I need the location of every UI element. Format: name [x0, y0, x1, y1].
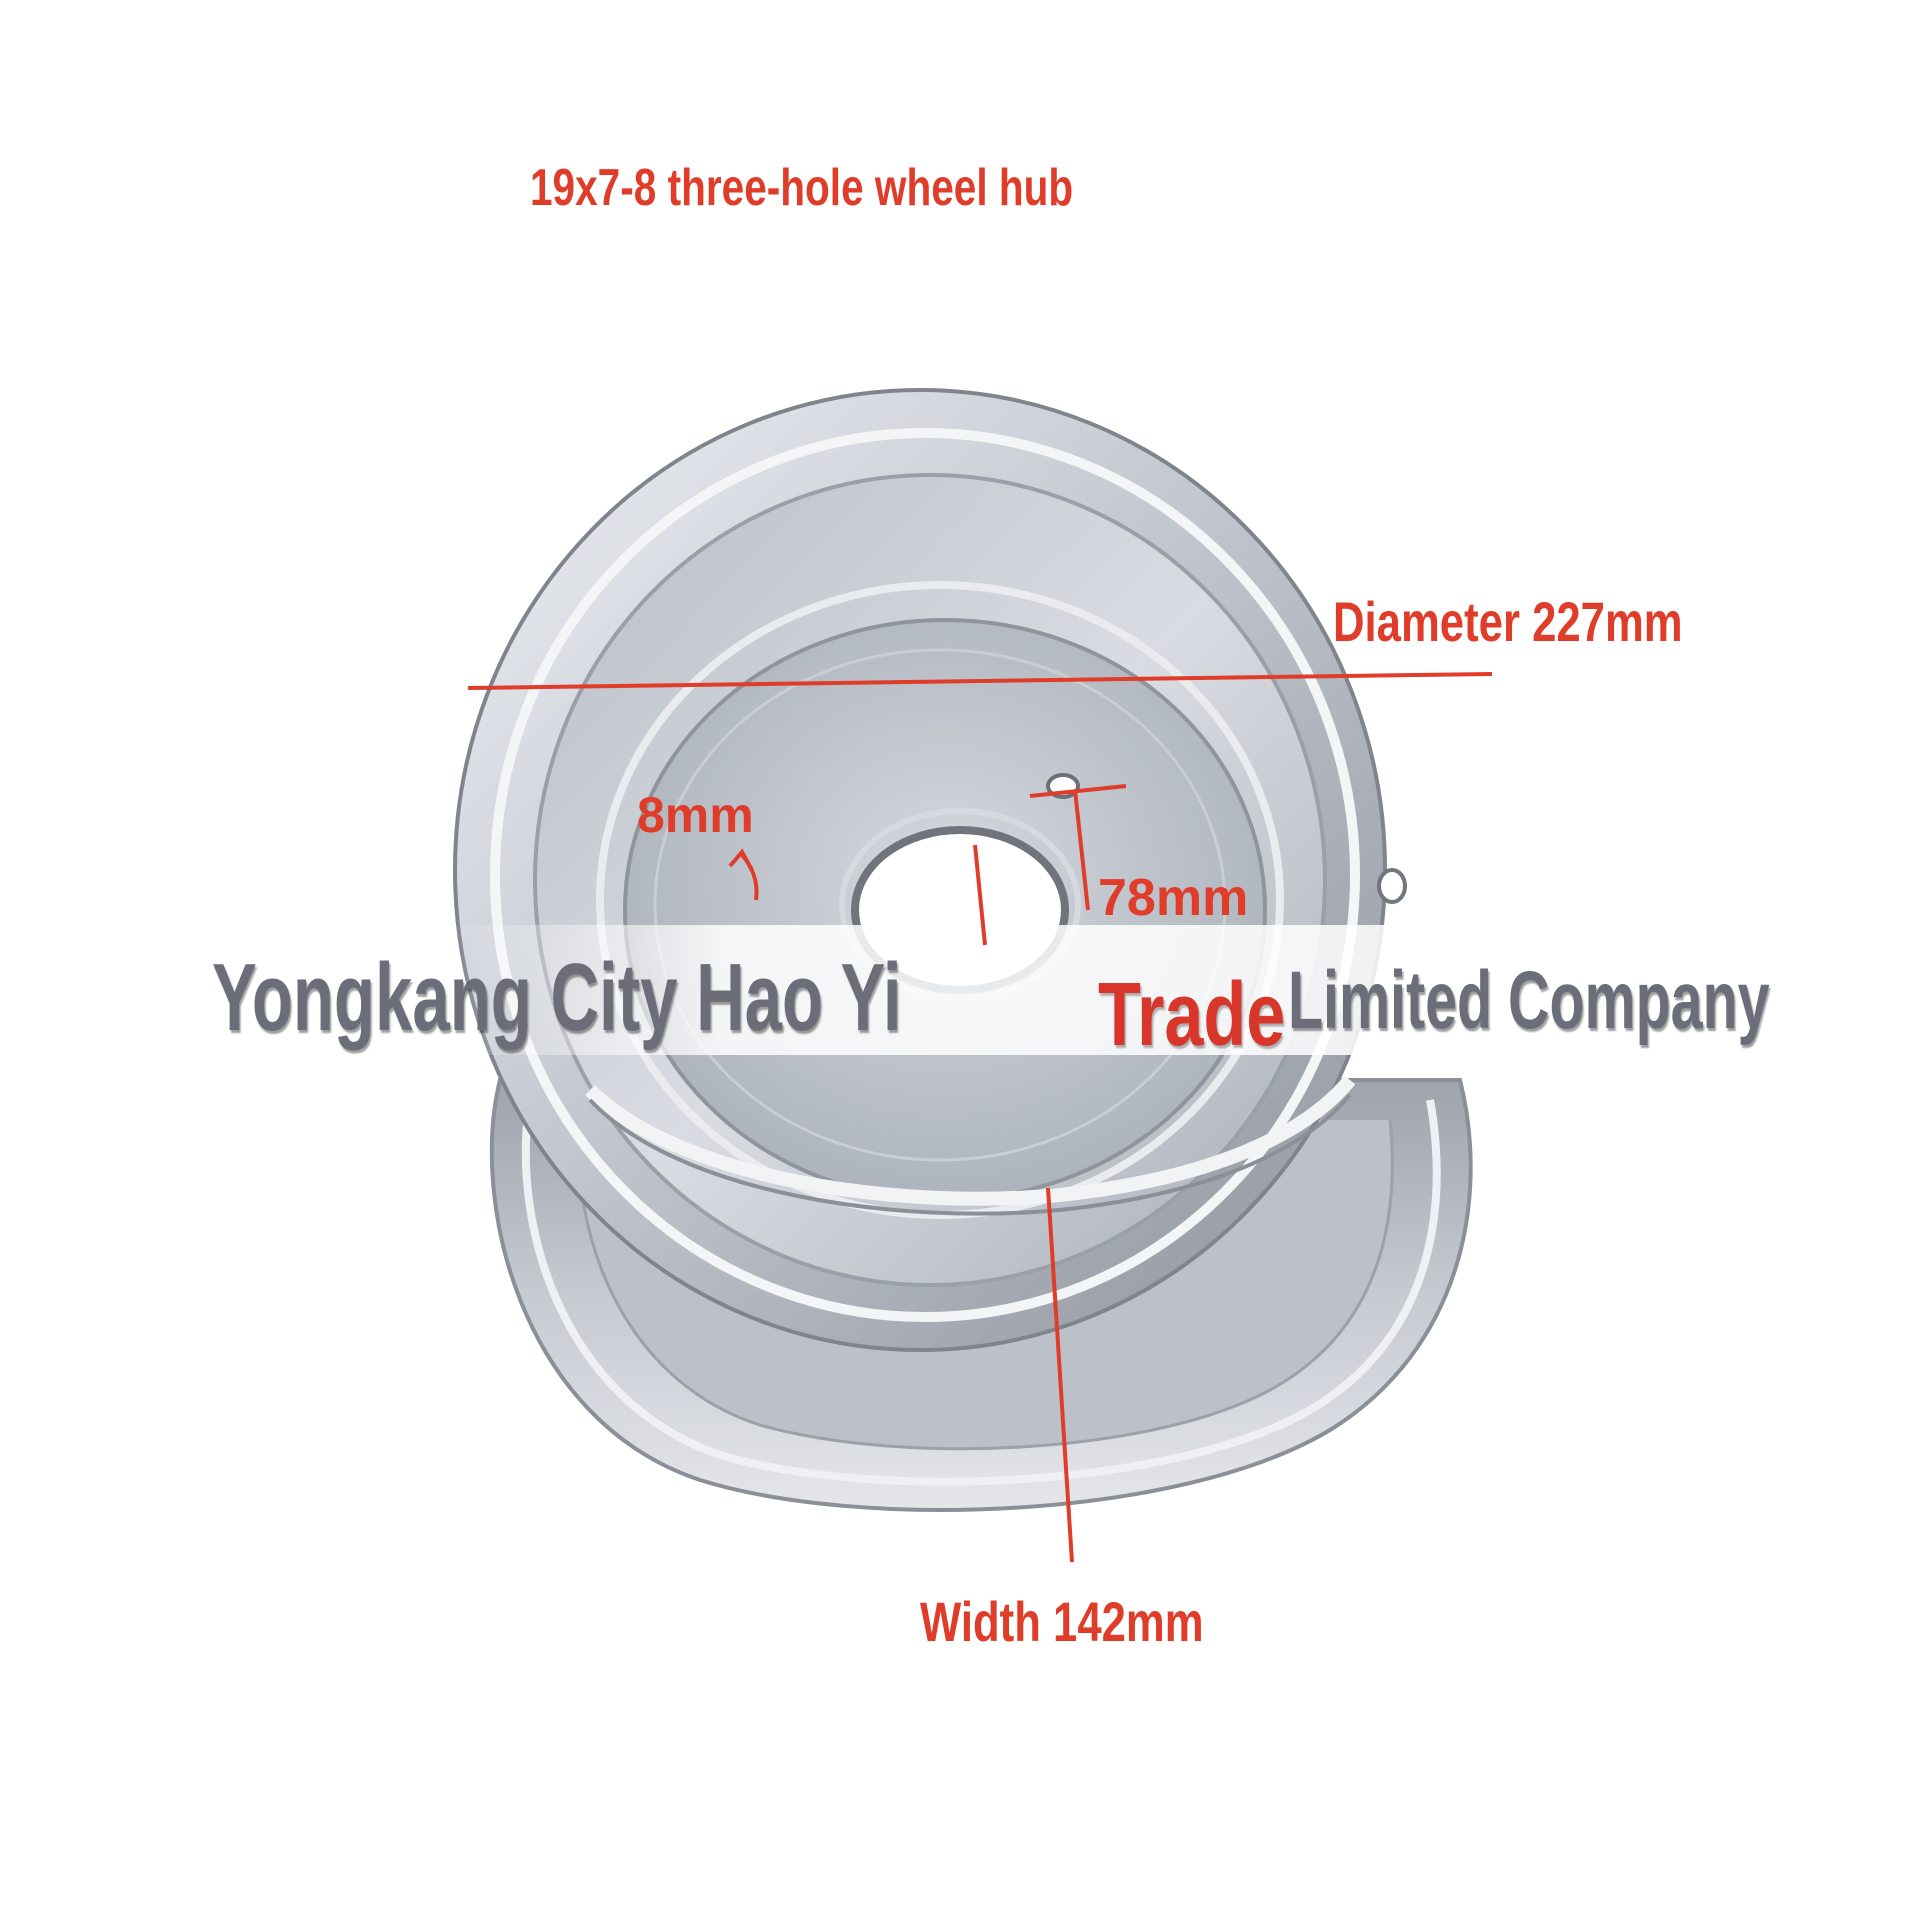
watermark-right: Limited Company [1288, 955, 1770, 1046]
hole-size-label: 8mm [637, 787, 754, 843]
diameter-line [467, 672, 1493, 690]
hole-marker-line [1029, 784, 1127, 798]
diameter-label: Diameter 227mm [1333, 590, 1683, 653]
flange-lip-shadow [588, 1093, 1352, 1216]
dimension-lines [467, 672, 1493, 1563]
hole-arrow-head [728, 848, 754, 871]
width-line [1046, 1187, 1074, 1563]
product-title: 19x7-8 three-hole wheel hub [530, 159, 1074, 217]
flange-lip [585, 1075, 1356, 1206]
bore-marker-line [1073, 789, 1090, 911]
watermark-left: Yongkang City Hao Yi [212, 944, 902, 1051]
bore-radius-line [973, 844, 987, 946]
width-label: Width 142mm [920, 1590, 1204, 1653]
watermark-middle: Trade [1098, 965, 1286, 1065]
bore-size-label: 78mm [1098, 869, 1249, 927]
watermark-band [440, 925, 1860, 1055]
valve-hole [1377, 868, 1407, 904]
